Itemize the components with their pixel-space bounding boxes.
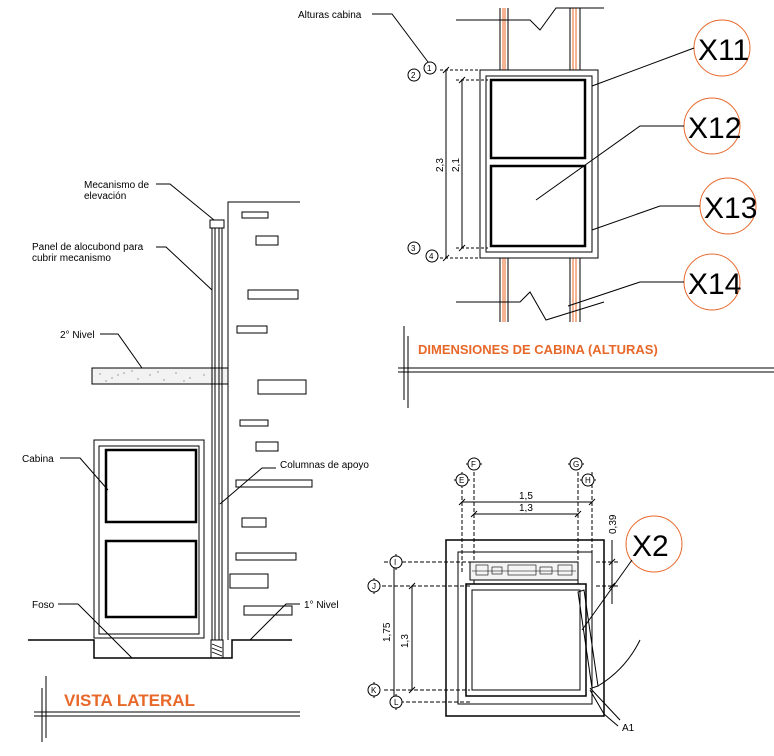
svg-text:4: 4 [429, 252, 434, 261]
axis-bubble-l: L [389, 694, 403, 710]
axis-bubble-j: J [367, 578, 381, 594]
axis-bubble-i: I [389, 554, 403, 570]
plan-depth-inner: 1,3 [400, 634, 411, 648]
axis-bubble-k: K [367, 682, 381, 698]
plan-cabin-outer [465, 583, 587, 697]
shaft-outer [445, 539, 605, 717]
tag-x13: X13 [591, 177, 757, 235]
svg-text:G: G [573, 460, 579, 469]
side-cabin [93, 439, 205, 639]
axis-bubble-e: E [454, 473, 470, 487]
door-mechanism-detail [472, 564, 576, 576]
tag-x2: X2 [581, 515, 683, 631]
pit-label: Foso [32, 600, 55, 611]
heights-cabin [479, 69, 599, 259]
heights-view-title: DIMENSIONES DE CABINA (ALTURAS) [418, 342, 658, 357]
heights-break-lines [398, 326, 774, 408]
tag-x14: X14 [567, 253, 741, 311]
mechanism-label-1: Mecanismo de [84, 180, 149, 191]
height-bubble-1: 1 [423, 61, 437, 75]
level1-label: 1° Nivel [304, 600, 339, 611]
plan-axis-lines [382, 472, 620, 703]
axis-bubble-g: G [568, 457, 584, 471]
svg-text:H: H [585, 476, 591, 485]
swing-door [577, 589, 641, 721]
svg-text:X14: X14 [688, 268, 741, 301]
break-lines [34, 676, 300, 742]
a1-label: A1 [622, 723, 635, 734]
height-dim-outer: 2,3 [435, 158, 446, 172]
heights-view: 2,3 2,1 1 2 3 4 Alturas cabina X11 [298, 7, 774, 408]
level2-slab [91, 367, 229, 385]
plan-cabin-inner [471, 589, 581, 691]
panel-label-1: Panel de alocubond para [32, 242, 144, 253]
a1-leader [589, 689, 619, 727]
plan-width-outer: 1,5 [519, 491, 533, 502]
alturas-label: Alturas cabina [298, 10, 362, 21]
svg-text:X11: X11 [698, 34, 749, 67]
height-dim-inner: 2,1 [451, 158, 462, 172]
side-leaders [58, 183, 300, 659]
level2-label: 2° Nivel [60, 330, 95, 341]
svg-text:J: J [372, 582, 376, 591]
svg-text:X13: X13 [704, 192, 757, 225]
plan-offset: 0,39 [608, 514, 619, 534]
mechanism-label-2: elevación [84, 191, 126, 202]
svg-text:I: I [394, 558, 396, 567]
plan-depth-outer: 1,75 [382, 622, 393, 642]
height-dims [440, 66, 488, 262]
tag-x12: X12 [535, 97, 741, 201]
column-base-hatch [211, 643, 223, 657]
wall-outline [227, 201, 300, 640]
axis-bubble-f: F [466, 457, 482, 471]
plan-dims [390, 498, 616, 706]
shaft-inner [457, 551, 593, 705]
side-view-title: VISTA LATERAL [64, 691, 195, 710]
ground-line [28, 639, 292, 659]
svg-text:E: E [459, 476, 464, 485]
height-bubble-3: 3 [407, 241, 421, 255]
rails-top [456, 7, 604, 70]
axis-bubble-h: H [580, 473, 596, 487]
rails-bottom [456, 258, 605, 322]
cabin-label: Cabina [22, 454, 54, 465]
svg-text:1: 1 [427, 64, 432, 73]
svg-text:X2: X2 [632, 530, 669, 563]
svg-text:K: K [371, 686, 377, 695]
tag-x11: X11 [591, 19, 751, 87]
height-bubble-4: 4 [425, 249, 439, 263]
plan-view: 1,5 1,3 1,75 1,3 0,39 F G E H I [367, 457, 683, 734]
svg-text:X12: X12 [688, 112, 741, 145]
svg-text:2: 2 [411, 71, 416, 80]
svg-text:L: L [394, 698, 399, 707]
side-view: VISTA LATERAL Mecanismo de elevación Pan… [22, 180, 369, 742]
wall-openings [229, 211, 313, 616]
plan-width-inner: 1,3 [519, 503, 533, 514]
height-bubble-2: 2 [407, 68, 421, 82]
alturas-leader [372, 13, 429, 63]
svg-text:3: 3 [411, 244, 416, 253]
lift-mechanism [209, 219, 225, 229]
support-columns [211, 226, 223, 656]
svg-text:F: F [471, 460, 476, 469]
columns-label: Columnas de apoyo [280, 460, 369, 471]
panel-label-2: cubrir mecanismo [32, 253, 111, 264]
